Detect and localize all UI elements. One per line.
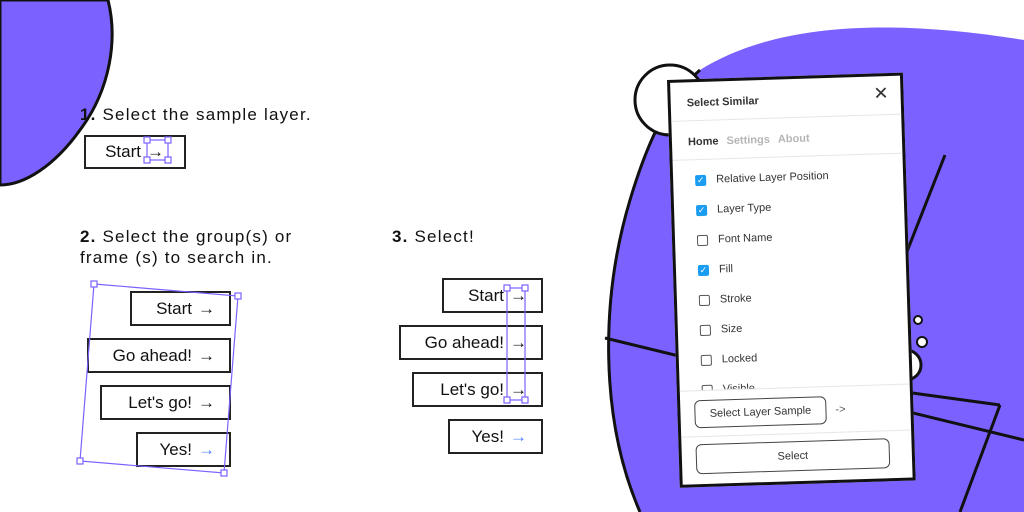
checkbox[interactable] (699, 324, 712, 336)
sample-arrow: -> (835, 403, 846, 416)
result-lets-go-button[interactable]: Let's go!→ (412, 372, 543, 407)
option-relative-layer-position[interactable]: ✓ Relative Layer Position (694, 169, 829, 186)
result-go-ahead-button[interactable]: Go ahead!→ (399, 325, 543, 360)
sample-start-button[interactable]: Start→ (84, 135, 186, 169)
step-2: 2. Select the group(s) or frame (s) to s… (80, 227, 293, 267)
step-3: 3. Select! (392, 227, 475, 246)
step-1: 1. Select the sample layer. (80, 105, 312, 124)
tab-home[interactable]: Home (687, 135, 719, 149)
option-stroke[interactable]: Stroke (698, 292, 752, 306)
option-font-name[interactable]: Font Name (696, 231, 773, 246)
option-label: Relative Layer Position (715, 169, 829, 186)
group-lets-go-button[interactable]: Let's go!→ (100, 385, 231, 420)
checkbox[interactable]: ✓ (697, 264, 710, 276)
tab-settings[interactable]: Settings (726, 133, 771, 148)
checkbox[interactable] (700, 354, 712, 366)
group-start-button[interactable]: Start→ (130, 291, 231, 326)
checkbox[interactable]: ✓ (694, 174, 707, 186)
option-label: Locked (721, 352, 758, 366)
checkbox[interactable] (698, 294, 711, 306)
select-button[interactable]: Select (695, 438, 891, 475)
result-yes-button[interactable]: Yes!→ (448, 419, 543, 454)
option-label: Layer Type (716, 201, 772, 216)
option-fill[interactable]: ✓ Fill (697, 263, 734, 276)
result-start-button[interactable]: Start→ (442, 278, 543, 313)
group-yes-button[interactable]: Yes!→ (136, 432, 231, 467)
option-size[interactable]: Size (699, 322, 743, 336)
select-layer-sample-button[interactable]: Select Layer Sample (694, 396, 827, 429)
option-label: Stroke (719, 292, 752, 306)
option-locked[interactable]: Locked (700, 352, 758, 366)
checkbox[interactable] (696, 234, 709, 246)
checkbox[interactable]: ✓ (695, 204, 708, 216)
option-label: Fill (718, 263, 734, 276)
panel-tabs: Home Settings About (688, 133, 810, 149)
close-icon[interactable]: ✕ (873, 83, 889, 104)
group-go-ahead-button[interactable]: Go ahead!→ (87, 338, 231, 373)
option-layer-type[interactable]: ✓ Layer Type (695, 201, 772, 216)
option-label: Font Name (717, 231, 773, 246)
select-similar-panel: Select Similar ✕ Home Settings About ✓ Re… (667, 72, 916, 488)
option-label: Size (720, 322, 743, 336)
panel-title: Select Similar (686, 95, 760, 110)
tab-about[interactable]: About (777, 132, 810, 146)
